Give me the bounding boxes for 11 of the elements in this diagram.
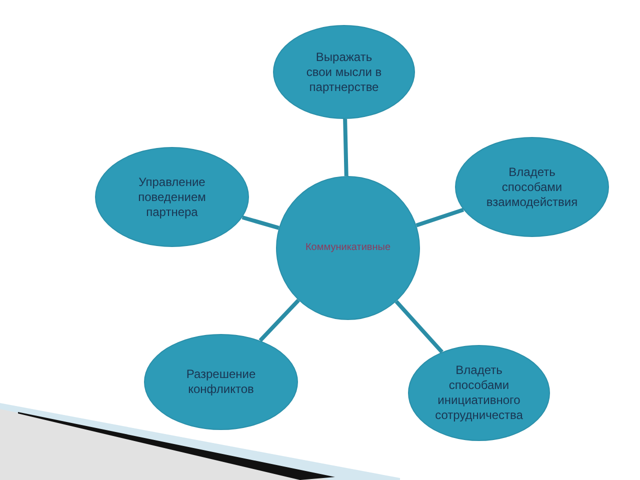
connector-line (394, 300, 444, 354)
node-label: Коммуникативные (305, 242, 391, 254)
connector-line (416, 208, 464, 228)
connector-line (242, 215, 280, 230)
node-label: Выражать свои мысли в партнерстве (306, 50, 382, 94)
connector-line (343, 118, 348, 176)
node-label: Владеть способами инициативного сотрудничества (434, 363, 524, 423)
node-label: Владеть способами взаимодействия (485, 164, 579, 210)
connector-line (258, 298, 300, 342)
node-label: Разрешение конфликтов (185, 367, 257, 397)
node-label: Управление поведением партнера (137, 174, 207, 220)
